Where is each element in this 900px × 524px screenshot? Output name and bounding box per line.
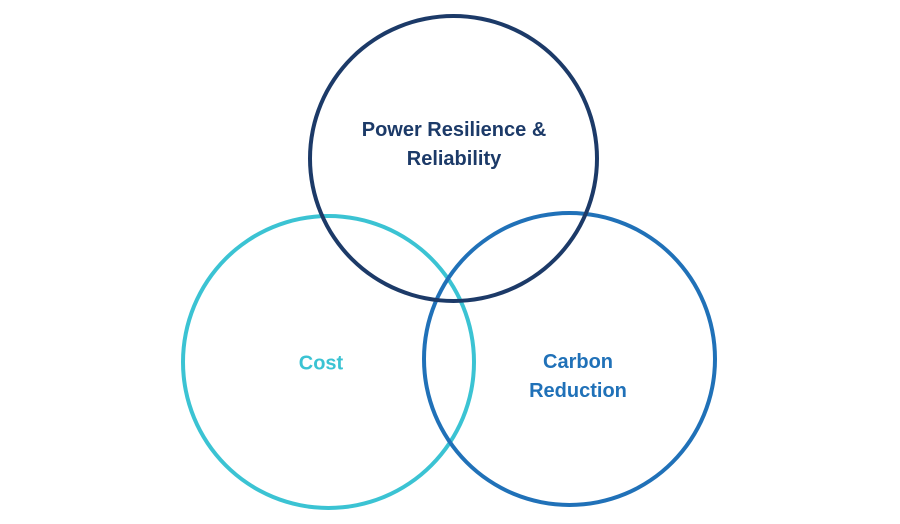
cost-label: Cost — [298, 352, 344, 375]
power-resilience-label: Power Resilience & Reliability — [361, 119, 547, 170]
power-resilience-circle — [308, 14, 599, 303]
carbon-reduction-label: Carbon Reduction — [529, 351, 627, 402]
